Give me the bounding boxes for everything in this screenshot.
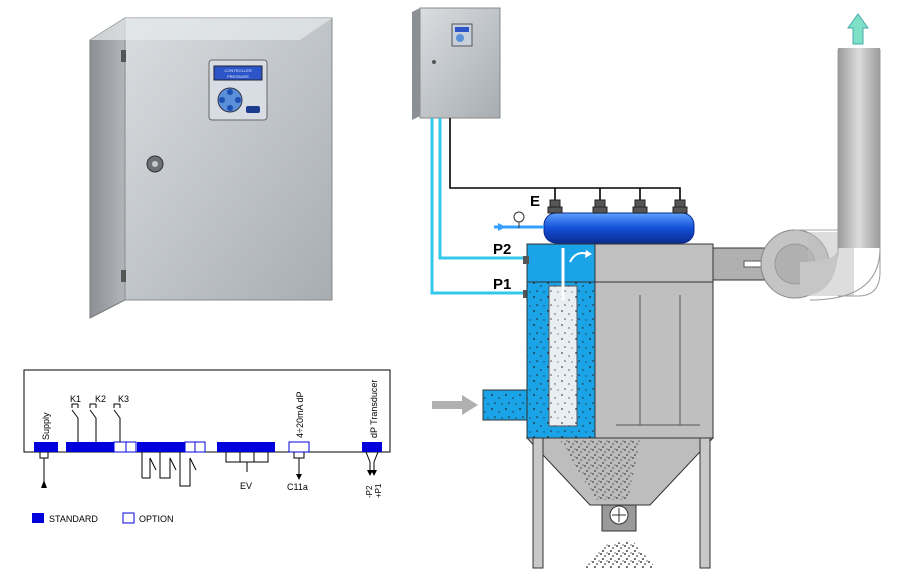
signal-wires — [449, 118, 681, 200]
analog-arrow-icon — [296, 474, 302, 480]
p2-tap — [523, 256, 529, 264]
legend-option-swatch — [122, 512, 135, 524]
air-tank — [543, 212, 695, 244]
display-line-1: CONTROLLER — [224, 68, 251, 73]
terminal-aux — [137, 442, 185, 452]
control-cabinet: CONTROLLER PRESSURE — [89, 17, 333, 319]
label-p2-terminal: -P2 — [365, 485, 374, 498]
legend: STANDARD OPTION — [32, 512, 174, 524]
pressure-tubes — [430, 118, 540, 295]
label-p1-terminal: +P1 — [374, 483, 383, 498]
label-k2: K2 — [95, 394, 106, 404]
label-analog-output: 4÷20mA dP — [295, 392, 305, 438]
small-control-cabinet — [412, 7, 501, 120]
wiring-diagram: Supply K1 K2 K3 4÷20mA dP dP Transducer … — [23, 369, 391, 498]
valve-label-e: E — [530, 193, 540, 210]
dust-pile — [585, 540, 656, 568]
label-supply: Supply — [41, 412, 51, 440]
supply-arrow-icon — [41, 480, 47, 488]
pressure-gauge-icon — [513, 211, 525, 223]
exhaust-stack — [800, 48, 881, 301]
filter-housing: E P2 P1 — [432, 193, 777, 569]
label-p1: P1 — [493, 276, 511, 293]
terminal-ev — [217, 442, 275, 452]
keypad[interactable] — [217, 87, 243, 113]
p1-tap — [523, 290, 529, 298]
left-button[interactable] — [219, 97, 225, 103]
inlet-arrow-icon — [432, 395, 478, 415]
label-ev: EV — [240, 481, 252, 491]
solenoid-valves — [547, 199, 688, 214]
label-k1: K1 — [70, 394, 81, 404]
legend-standard-label: STANDARD — [49, 514, 98, 524]
up-button[interactable] — [227, 89, 233, 95]
label-k3: K3 — [118, 394, 129, 404]
exhaust-arrow-icon — [847, 13, 869, 45]
display-line-2: PRESSURE — [227, 74, 249, 79]
down-button[interactable] — [227, 105, 233, 111]
terminal-supply — [34, 442, 58, 452]
right-button[interactable] — [235, 97, 241, 103]
controller-panel: CONTROLLER PRESSURE — [208, 59, 268, 121]
legend-standard-swatch — [32, 513, 44, 523]
label-p2: P2 — [493, 241, 511, 258]
terminal-analog — [288, 441, 310, 453]
brand-logo — [246, 106, 260, 113]
terminal-transducer — [362, 442, 382, 452]
label-transducer: dP Transducer — [369, 380, 379, 438]
label-c11a: C11a — [287, 482, 308, 492]
legend-option-label: OPTION — [139, 514, 174, 524]
terminal-relays — [66, 442, 114, 452]
